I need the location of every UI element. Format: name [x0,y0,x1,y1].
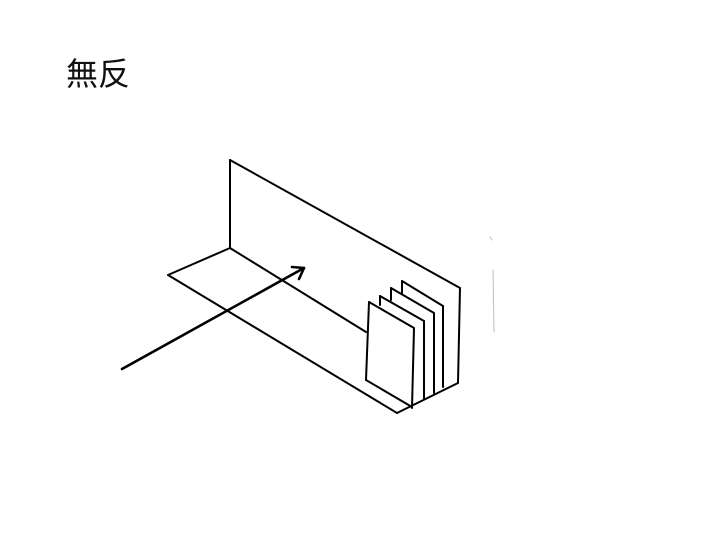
panel-1 [365,301,415,409]
panel-stack [365,280,444,409]
slide-title: 無反 [66,55,131,93]
floor-plane [167,247,459,414]
back-wall [229,159,461,384]
incident-arrow [120,265,306,371]
faint-marks [489,236,495,333]
